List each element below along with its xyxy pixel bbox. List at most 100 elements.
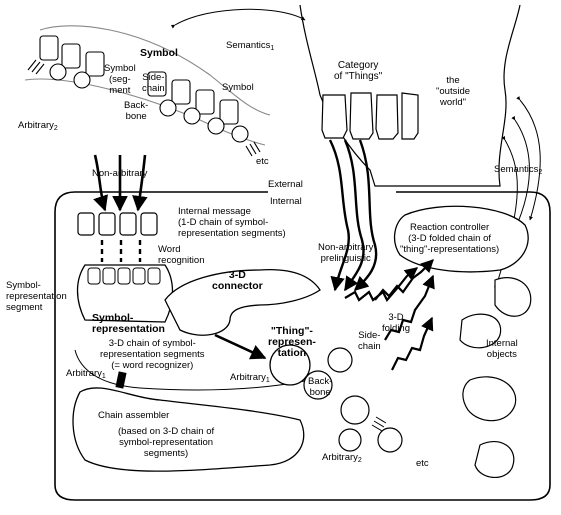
non-arbitrary-arrows <box>93 154 148 212</box>
connector-3d <box>164 269 321 336</box>
side-chain-top-line-1: Side- <box>142 72 165 83</box>
chain-assembler-desc-line-2: symbol-representation <box>119 437 214 448</box>
semantics2-text: Semantics <box>494 164 539 175</box>
semantics1-text: Semantics <box>226 40 271 51</box>
arbitrary1-mid-label: Arbitrary1 <box>230 372 270 386</box>
chain-assembler-desc-line-3: segments) <box>143 448 189 459</box>
non-arbitrary-prelinguistic-label: Non-arbitrary prelinguistic <box>318 242 373 264</box>
internal-objects-line-2: objects <box>486 349 517 360</box>
backbone-bottom-label: Back- bone <box>308 376 332 398</box>
internal-message-chain <box>77 212 158 236</box>
connector-line-1: 3-D <box>228 269 246 281</box>
arbitrary1-left-label: Arbitrary1 <box>66 368 106 382</box>
thing-representation-line-2: represen- <box>268 336 316 348</box>
outside-world-label: the "outside world" <box>436 75 470 108</box>
thing-representation-line-3: tation <box>277 347 307 359</box>
internal-objects <box>459 277 532 478</box>
non-arbitrary-label: Non-arbitrary <box>92 168 148 179</box>
backbone-bottom-line-2: bone <box>309 387 331 398</box>
category-things-line-2: of "Things" <box>334 71 383 82</box>
backbone-bottom-line-1: Back- <box>308 376 333 387</box>
chain-assembler-label: Chain assembler <box>98 410 170 421</box>
arbitrary2-top-text: Arbitrary <box>18 120 54 131</box>
reaction-controller-line-2: (3-D folded chain of <box>408 233 492 244</box>
semantics1-label: Semantics1 <box>226 40 274 54</box>
arbitrary1-left-text: Arbitrary <box>66 368 102 379</box>
category-things-label: Category of "Things" <box>334 60 382 82</box>
thing-representation-label: "Thing"- represen- tation <box>268 326 316 359</box>
symbol-representation-desc: 3-D chain of symbol- representation segm… <box>100 338 205 371</box>
arbitrary1-left-subscript: 1 <box>101 373 106 380</box>
external-label: External <box>268 179 303 190</box>
reaction-controller-line-1: Reaction controller <box>409 222 490 233</box>
sr-segment-line-1: Symbol- <box>6 280 41 291</box>
sr-desc-line-3: (= word recognizer) <box>111 360 194 371</box>
thing-representation-line-1: "Thing"- <box>270 325 313 337</box>
etc-top-label: etc <box>256 156 269 167</box>
symbol-representation-label: Symbol- representation <box>92 313 165 335</box>
semantics2-subscript: 2 <box>538 169 543 176</box>
internal-message-line-1: Internal message <box>178 206 251 217</box>
arbitrary2-bottom-subscript: 2 <box>357 457 362 464</box>
outside-world-line-1: the <box>446 75 460 86</box>
word-recognition-line-1: Word <box>158 244 181 255</box>
internal-message-label: Internal message (1-D chain of symbol- r… <box>178 206 286 239</box>
prelinguistic-line-2: prelinguistic <box>320 253 371 264</box>
sr-desc-line-1: 3-D chain of symbol- <box>108 338 196 349</box>
internal-message-line-3: representation segments) <box>178 228 286 239</box>
backbone-top-label: Back- bone <box>124 100 148 122</box>
symbol-segment-label: Symbol (seg- ment <box>104 63 136 96</box>
reaction-controller-label: Reaction controller (3-D folded chain of… <box>400 222 499 255</box>
side-chain-bottom-label: Side- chain <box>358 330 381 352</box>
symbol-representation-segment-label: Symbol- representation segment <box>6 280 67 313</box>
semantics1-subscript: 1 <box>270 45 275 52</box>
sr-segment-line-3: segment <box>6 302 43 313</box>
reaction-controller-line-3: "thing"-representations) <box>400 244 500 255</box>
sr-segment-line-2: representation <box>6 291 67 302</box>
arbitrary2-top-subscript: 2 <box>53 125 58 132</box>
internal-message-line-2: (1-D chain of symbol- <box>178 217 269 228</box>
arbitrary2-bottom-text: Arbitrary <box>322 452 358 463</box>
side-chain-top-line-2: chain <box>142 83 165 94</box>
symbol-representation-line-1: Symbol- <box>92 312 134 324</box>
arbitrary2-top-label: Arbitrary2 <box>18 120 58 134</box>
category-things-line-1: Category <box>337 60 379 71</box>
outside-world-line-3: world" <box>439 97 467 108</box>
connector-3d-label: 3-D connector <box>212 270 263 292</box>
chain-assembler-desc: (based on 3-D chain of symbol-representa… <box>118 426 214 459</box>
connector-line-2: connector <box>212 280 263 292</box>
folding-3d-label: 3-D folding <box>382 312 410 334</box>
internal-boundary <box>54 191 551 501</box>
internal-objects-line-1: Internal <box>486 338 518 349</box>
symbol-segment-line-1: Symbol <box>104 63 136 74</box>
symbol-segment-line-3: ment <box>109 85 131 96</box>
internal-objects-label: Internal objects <box>486 338 518 360</box>
folding-zigzags <box>344 259 435 371</box>
outside-world-blob <box>299 4 521 187</box>
arbitrary1-mid-text: Arbitrary <box>230 372 266 383</box>
etc-bottom-label: etc <box>416 458 429 469</box>
prelinguistic-arrows <box>328 139 378 292</box>
symbol-segment-line-2: (seg- <box>109 74 131 85</box>
thing-representation-core <box>269 344 311 386</box>
side-chain-bottom-line-2: chain <box>358 341 381 352</box>
backbone-top-line-2: bone <box>125 111 147 122</box>
chain-assembler-shape <box>72 387 305 472</box>
arbitrary1-mid-subscript: 1 <box>265 377 270 384</box>
folding-line-1: 3-D <box>388 312 404 323</box>
outside-world-line-2: "outside <box>436 86 471 97</box>
word-recognition-line-2: recognition <box>158 255 205 266</box>
symbol-title: Symbol <box>140 47 178 59</box>
symbol-right-label: Symbol <box>222 82 254 93</box>
side-chain-top-label: Side- chain <box>142 72 165 94</box>
symbol-representation-line-2: representation <box>92 323 165 335</box>
chain-assembler-desc-line-1: (based on 3-D chain of <box>118 426 215 437</box>
sr-desc-line-2: representation segments <box>100 349 205 360</box>
thing-blocks <box>321 92 419 140</box>
internal-label: Internal <box>270 196 302 207</box>
arbitrary2-bottom-label: Arbitrary2 <box>322 452 362 466</box>
side-chain-bottom-line-1: Side- <box>358 330 381 341</box>
reaction-controller-shape <box>393 205 529 273</box>
